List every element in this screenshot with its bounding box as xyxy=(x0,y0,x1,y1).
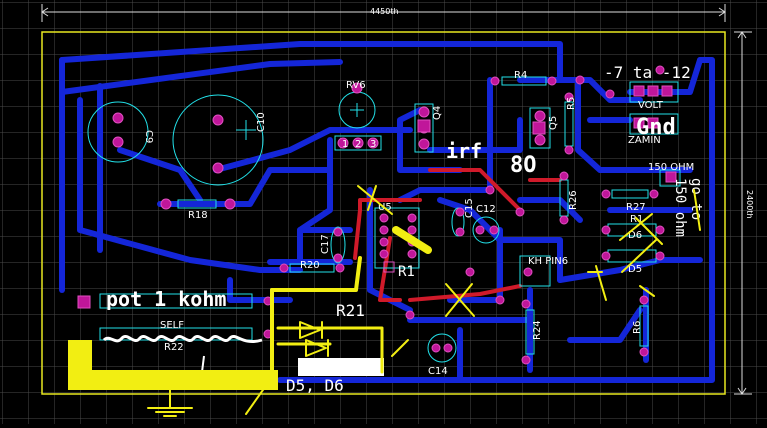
label-c17: C17 xyxy=(320,234,331,254)
silkscreen xyxy=(87,76,681,363)
note-gnd: Gnd xyxy=(636,115,676,140)
label-r6: R6 xyxy=(632,321,643,334)
resistor-scribble xyxy=(102,335,263,343)
label-d5: D5 xyxy=(628,264,642,275)
label-r26: R26 xyxy=(568,190,579,210)
square-pads xyxy=(77,85,677,309)
label-r22: R22 xyxy=(164,342,184,353)
dimension-top xyxy=(41,4,726,22)
note-eo: 8O xyxy=(510,153,537,178)
pad-1: 1 xyxy=(342,139,348,150)
label-c10: C10 xyxy=(256,112,267,132)
note-r21: R21 xyxy=(336,301,365,320)
yellow-markings xyxy=(68,185,701,417)
label-r20: R20 xyxy=(300,260,320,271)
red-traces xyxy=(353,168,562,302)
pad-3: 3 xyxy=(370,139,376,150)
label-c12: C12 xyxy=(476,204,496,215)
note-irf: irf xyxy=(446,139,482,163)
label-r24: R24 xyxy=(532,320,543,340)
label-c15: C15 xyxy=(464,198,475,218)
label-r27: R27 xyxy=(626,202,646,213)
board-outline xyxy=(41,31,726,395)
label-self: SELF xyxy=(160,320,184,331)
pad-2: 2 xyxy=(355,139,361,150)
dimension-right xyxy=(734,31,752,395)
label-kh-pin6: KH PIN6 xyxy=(528,256,568,267)
label-c9: C9 xyxy=(143,130,154,143)
note-pot: pot 1 kohm xyxy=(106,287,226,311)
label-q5: Q5 xyxy=(548,116,559,130)
label-r4: R4 xyxy=(514,70,527,81)
note-150-ohm: 150 ohm xyxy=(672,178,688,237)
label-r5: R5 xyxy=(566,97,577,110)
label-rv6: RV6 xyxy=(346,80,366,91)
label-d6: D6 xyxy=(628,230,642,241)
label-c14: C14 xyxy=(428,366,448,377)
white-marker-block xyxy=(298,358,384,376)
label-volt: VOLT xyxy=(638,100,664,111)
height-label: 2400th xyxy=(745,190,754,219)
label-q4: Q4 xyxy=(432,106,443,120)
note-r1: R1 xyxy=(398,264,415,280)
note-voltage-range: -7 ta -12 xyxy=(604,63,691,82)
width-label: 4450th xyxy=(370,7,399,16)
note-d5-d6: D5, D6 xyxy=(286,376,344,395)
label-150-ohm: 150 OHM xyxy=(648,162,694,173)
label-zamin: ZAMIN xyxy=(628,135,661,146)
label-r18: R18 xyxy=(188,210,208,221)
